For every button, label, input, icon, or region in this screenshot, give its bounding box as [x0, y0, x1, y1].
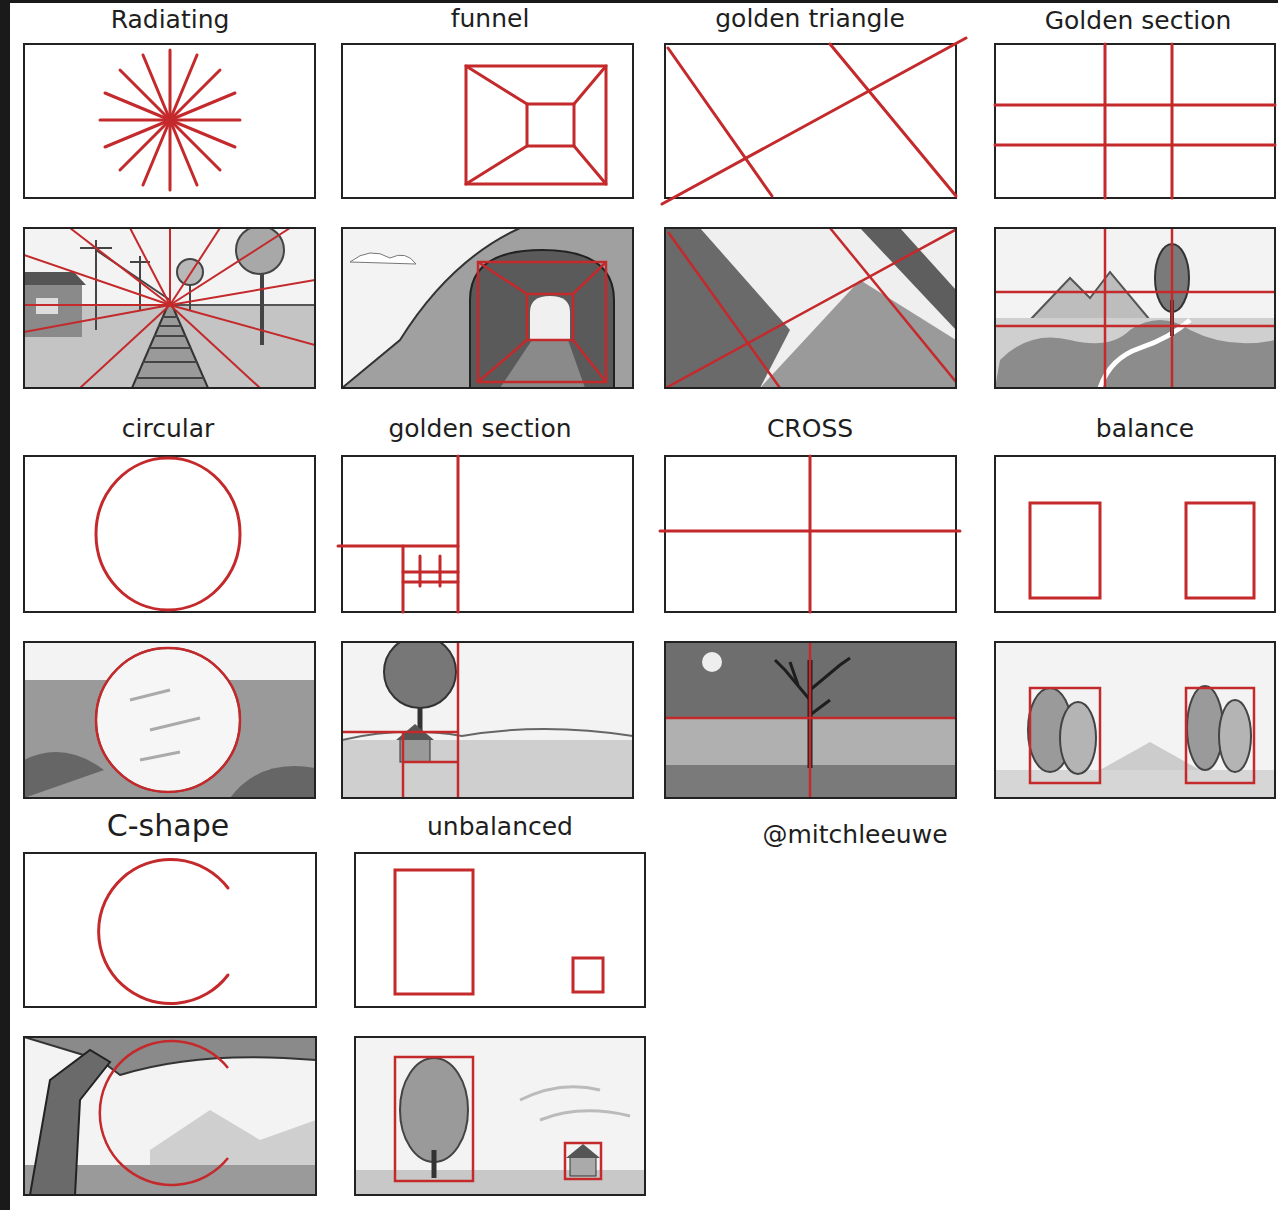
panel-heading: CROSS [767, 414, 853, 444]
panel-heading: balance [1096, 414, 1194, 444]
panel-heading: golden triangle [715, 4, 905, 34]
panel-heading: circular [122, 414, 215, 444]
panel-heading: golden section [388, 414, 571, 444]
railway-illustration [24, 228, 315, 388]
tree-and-hut-illustration [355, 1037, 645, 1195]
panel-heading: Radiating [111, 5, 230, 35]
clearing-illustration [24, 642, 315, 798]
framing-tree-illustration [24, 1037, 316, 1195]
illustration-frames [24, 228, 1275, 1195]
lone-tree-illustration [665, 642, 956, 798]
composition-guides [96, 38, 1275, 1004]
edge-bar [0, 0, 1278, 3]
edge-bar [0, 0, 10, 1210]
panel-heading: C-shape [107, 808, 229, 844]
sketch-frames [24, 44, 1275, 1007]
hillside-illustration [665, 228, 956, 388]
panel-heading: Golden section [1045, 6, 1232, 36]
author-handle: @mitchleeuwe [762, 820, 947, 850]
twin-trees-illustration [995, 642, 1275, 798]
valley-illustration [995, 228, 1275, 388]
tunnel-illustration [342, 228, 633, 388]
panel-heading: unbalanced [427, 812, 573, 842]
panel-heading: funnel [451, 4, 530, 34]
tree-house-illustration [342, 642, 633, 798]
